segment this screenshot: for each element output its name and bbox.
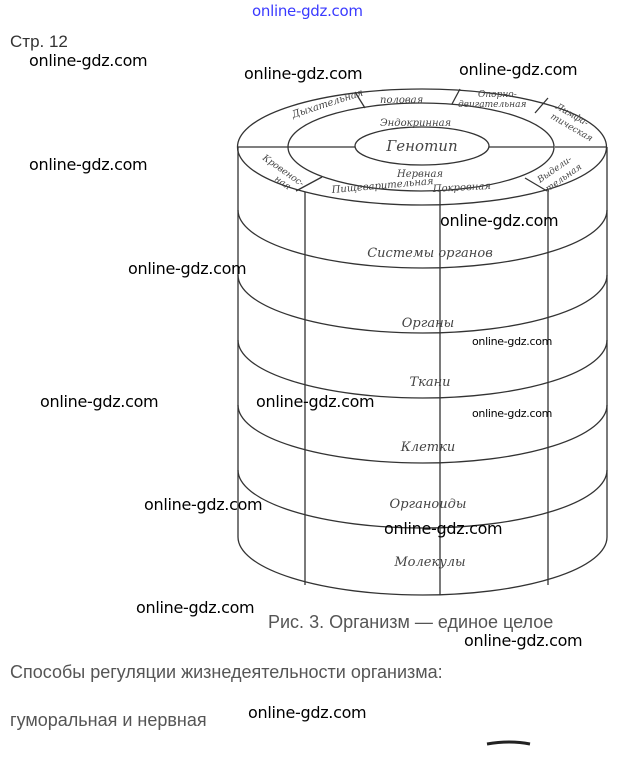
level-tissues: Ткани — [409, 375, 450, 390]
label-opora-1: Опорно- — [478, 90, 517, 100]
band-line — [237, 274, 608, 334]
band-line — [237, 469, 608, 529]
watermark: online-gdz.com — [459, 60, 578, 79]
watermark: online-gdz.com — [256, 392, 375, 411]
watermark: online-gdz.com — [472, 407, 553, 420]
watermark: online-gdz.com — [128, 259, 247, 278]
watermark: online-gdz.com — [40, 392, 159, 411]
level-organs: Органы — [402, 316, 454, 331]
genotype-ellipse — [354, 126, 490, 166]
band-line — [237, 209, 608, 269]
level-molecules: Молекулы — [393, 555, 465, 570]
watermark: online-gdz.com — [384, 519, 503, 538]
label-endocrine: Эндокринная — [380, 118, 451, 129]
site-watermark[interactable]: online-gdz.com — [252, 2, 363, 20]
band-line — [237, 339, 608, 399]
scan-artifact — [486, 740, 531, 746]
figure-caption: Рис. 3. Организм — единое целое — [268, 612, 554, 632]
level-cells: Клетки — [400, 440, 456, 455]
label-pishchevar: Пищеварительная — [330, 176, 434, 196]
band-line — [237, 404, 608, 464]
watermark: online-gdz.com — [440, 211, 559, 230]
watermark: online-gdz.com — [472, 335, 553, 348]
watermark: online-gdz.com — [29, 51, 148, 70]
watermark: online-gdz.com — [464, 631, 583, 650]
level-organoids: Органоиды — [390, 497, 467, 512]
label-polovaya: половая — [380, 95, 423, 106]
cylinder-bottom — [237, 536, 608, 596]
level-organ-systems: Системы органов — [367, 246, 493, 261]
label-nervous: Нервная — [396, 169, 443, 180]
watermark: online-gdz.com — [29, 155, 148, 174]
answer-text: гуморальная и нервная — [10, 710, 207, 730]
label-opora-2: двигательная — [458, 100, 526, 110]
question-text: Способы регуляции жизнедеятельности орга… — [10, 662, 443, 682]
watermark: online-gdz.com — [244, 64, 363, 83]
label-genotype: Генотип — [385, 137, 457, 155]
label-pokrov: Покровная — [432, 181, 492, 195]
watermark: online-gdz.com — [136, 598, 255, 617]
page-label: Стр. 12 — [10, 32, 68, 51]
watermark: online-gdz.com — [248, 703, 367, 722]
watermark: online-gdz.com — [144, 495, 263, 514]
